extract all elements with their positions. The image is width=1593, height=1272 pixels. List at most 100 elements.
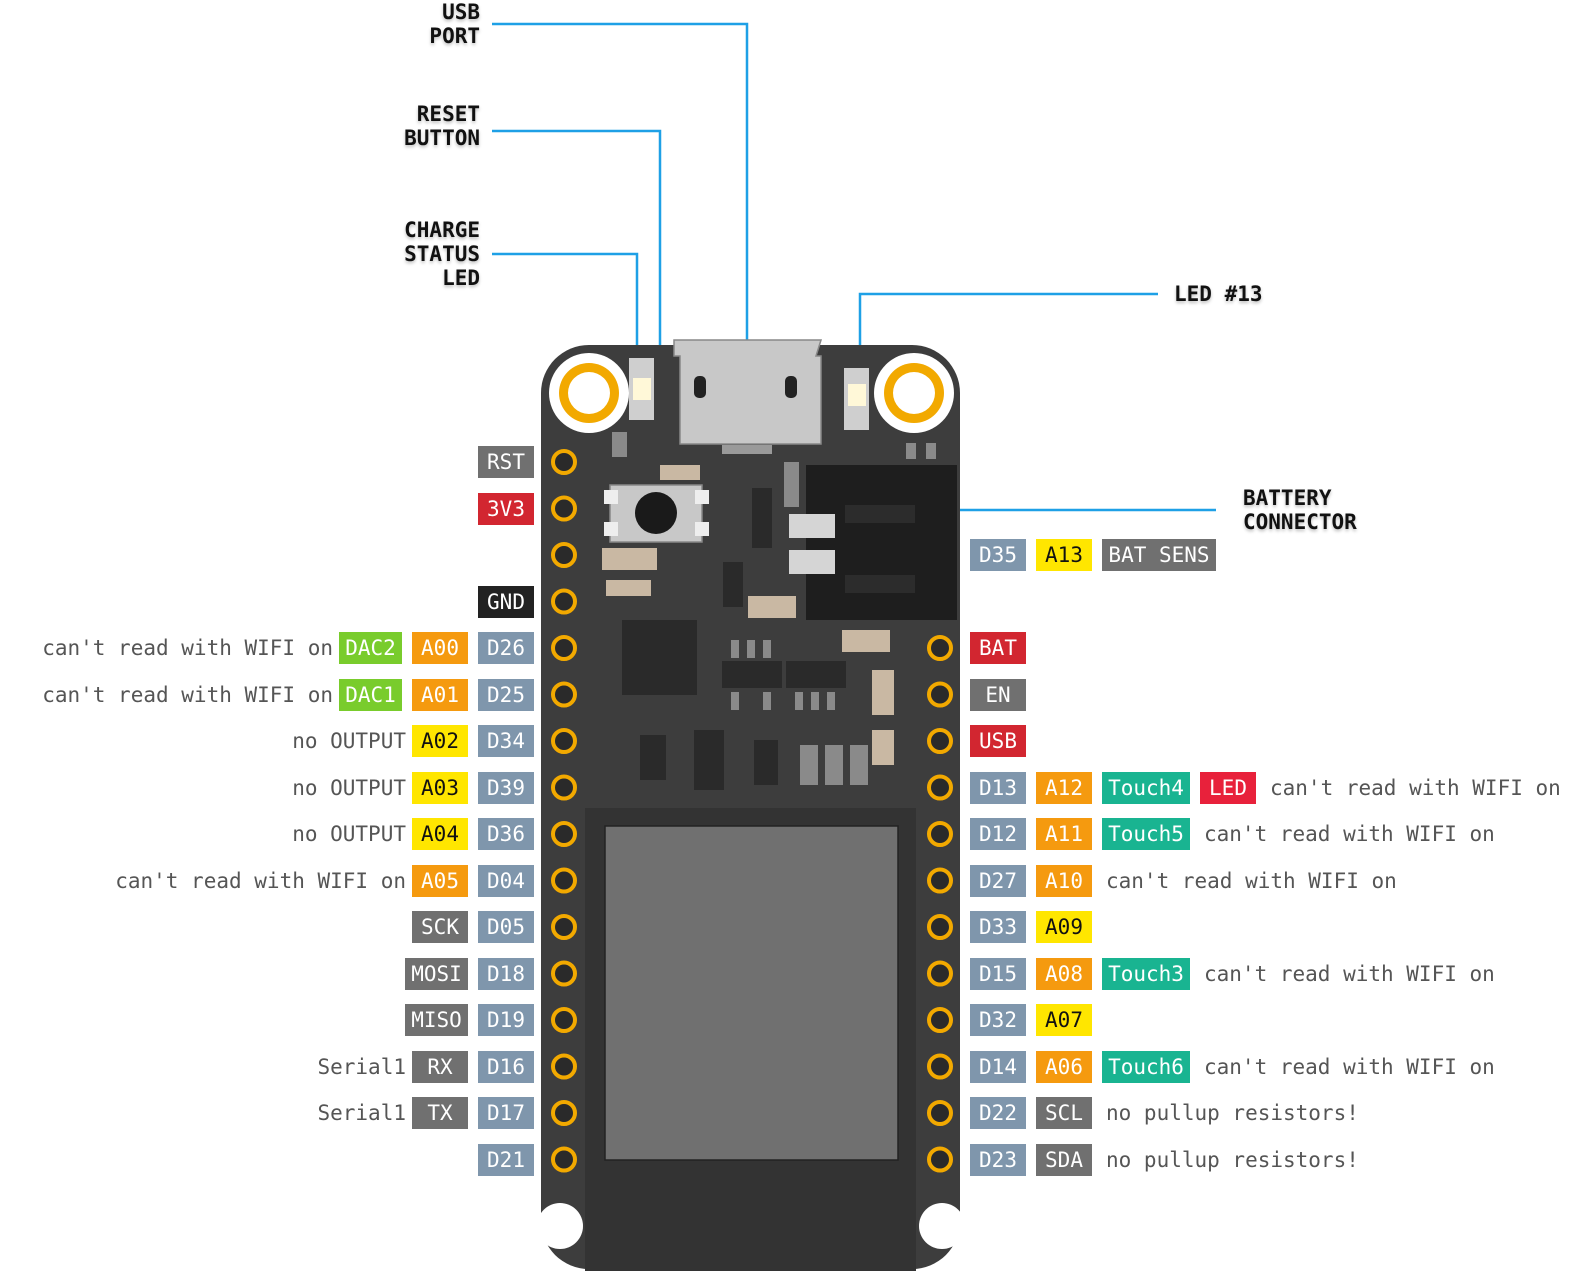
pin-label-d17: D17 [478,1097,534,1129]
charge-led-line [492,252,639,368]
pin-tag-a11: A11 [1036,818,1092,850]
pin-note: can't read with WIFI on [42,636,333,660]
left-header-pin-10 [551,867,577,894]
pin-label-d12: D12 [970,818,1026,850]
callout-led-13: LED #13 [1174,282,1263,306]
pin-tag-a12: A12 [1036,771,1092,804]
pin-label-d35: D35 [970,539,1026,571]
pin-label-bat: BAT [970,632,1026,664]
pin-label-d26: D26 [478,632,534,664]
right-header-pin-3 [927,728,953,754]
reset-button [604,484,709,543]
left-header-pin-2 [551,495,577,522]
right-header-pin-6 [927,867,953,894]
capacitors [602,465,894,765]
right-header-pin-10 [927,1053,953,1080]
pin-label-gnd: GND [478,585,534,618]
led-13 [844,368,869,430]
pin-tag-touch4: Touch4 [1102,771,1190,804]
pin-tag-dac2: DAC2 [339,632,402,664]
pin-tag-tx: TX [412,1097,468,1129]
battery-jst-connector [789,465,957,620]
left-header-pin-16 [551,1146,577,1173]
pin-tag-a13: A13 [1036,539,1092,571]
esp32-module [585,808,916,1271]
header-pins [551,449,953,1173]
pin-label-d16: D16 [478,1050,534,1083]
pin-label-d22: D22 [970,1097,1026,1129]
pin-note: can't read with WIFI on [1204,1054,1495,1079]
pin-note: can't read with WIFI on [1106,868,1397,893]
pin-note: Serial1 [317,1054,406,1079]
pin-note: can't read with WIFI on [1270,775,1561,800]
pin-note: can't read with WIFI on [1204,961,1495,986]
pin-label-d27: D27 [970,864,1026,897]
pin-tag-a05: A05 [412,864,468,897]
pin-tag-a04: A04 [412,818,468,850]
mounting-hole-right [874,353,954,433]
pin-label-en: EN [970,678,1026,711]
pin-tag-a07: A07 [1036,1004,1092,1036]
left-header-pin-6 [551,681,577,708]
left-header-pin-15 [551,1100,577,1126]
pin-note: no pullup resistors! [1106,1101,1359,1125]
pin-tag-a08: A08 [1036,957,1092,990]
pin-label-usb: USB [970,725,1026,757]
pin-tag-scl: SCL [1036,1097,1092,1129]
mounting-hole-bottom-right [919,1203,965,1249]
right-header-pin-2 [927,681,953,708]
pin-note: no OUTPUT [292,822,406,846]
right-header-pin-1 [927,635,953,661]
pin-label-d15: D15 [970,957,1026,990]
callout-charge-status-led: CHARGE STATUS LED [404,218,480,290]
pin-tag-bat-sens: BAT SENS [1102,539,1216,571]
pin-tag-dac1: DAC1 [339,678,402,711]
mounting-hole-bottom-left [537,1203,583,1249]
pin-note: can't read with WIFI on [1204,822,1495,846]
pin-label-d33: D33 [970,911,1026,943]
pin-label-rst: RST [478,446,534,478]
pin-label-3v3: 3V3 [478,492,534,525]
pin-tag-a09: A09 [1036,911,1092,943]
pin-label-d13: D13 [970,771,1026,804]
right-header-pin-12 [927,1146,953,1173]
callout-reset-button: RESET BUTTON [404,102,480,150]
pin-tag-a06: A06 [1036,1050,1092,1083]
callout-battery-connector: BATTERY CONNECTOR [1243,486,1357,534]
resistors [612,432,936,785]
pin-tag-a01: A01 [412,678,468,711]
pin-tag-mosi: MOSI [405,957,468,990]
pin-tag-a02: A02 [412,725,468,757]
pin-label-d23: D23 [970,1143,1026,1176]
right-header-pin-5 [927,821,953,847]
right-header-pin-7 [927,914,953,940]
pin-tag-touch6: Touch6 [1102,1050,1190,1083]
right-header-pin-4 [927,774,953,801]
smd-components [622,488,846,790]
right-header-pin-8 [927,960,953,987]
pin-label-d36: D36 [478,818,534,850]
usb-connector [673,339,823,454]
pin-note: Serial1 [317,1101,406,1125]
left-header-pin-7 [551,728,577,754]
pin-tag-sda: SDA [1036,1143,1092,1176]
pin-label-d21: D21 [478,1143,534,1176]
pin-note: can't read with WIFI on [115,868,406,893]
left-header-pin-8 [551,774,577,801]
pin-tag-rx: RX [412,1050,468,1083]
pin-note: no OUTPUT [292,729,406,753]
pin-label-d04: D04 [478,864,534,897]
pin-tag-a03: A03 [412,771,468,804]
left-header-pin-11 [551,914,577,940]
left-header-pin-9 [551,821,577,847]
charge-led [629,358,654,420]
pin-tag-a10: A10 [1036,864,1092,897]
pin-label-d14: D14 [970,1050,1026,1083]
pin-note: no pullup resistors! [1106,1147,1359,1172]
left-header-pin-3 [551,542,577,568]
pin-label-d05: D05 [478,911,534,943]
pin-label-d18: D18 [478,957,534,990]
pin-label-d39: D39 [478,771,534,804]
pin-note: can't read with WIFI on [42,682,333,707]
